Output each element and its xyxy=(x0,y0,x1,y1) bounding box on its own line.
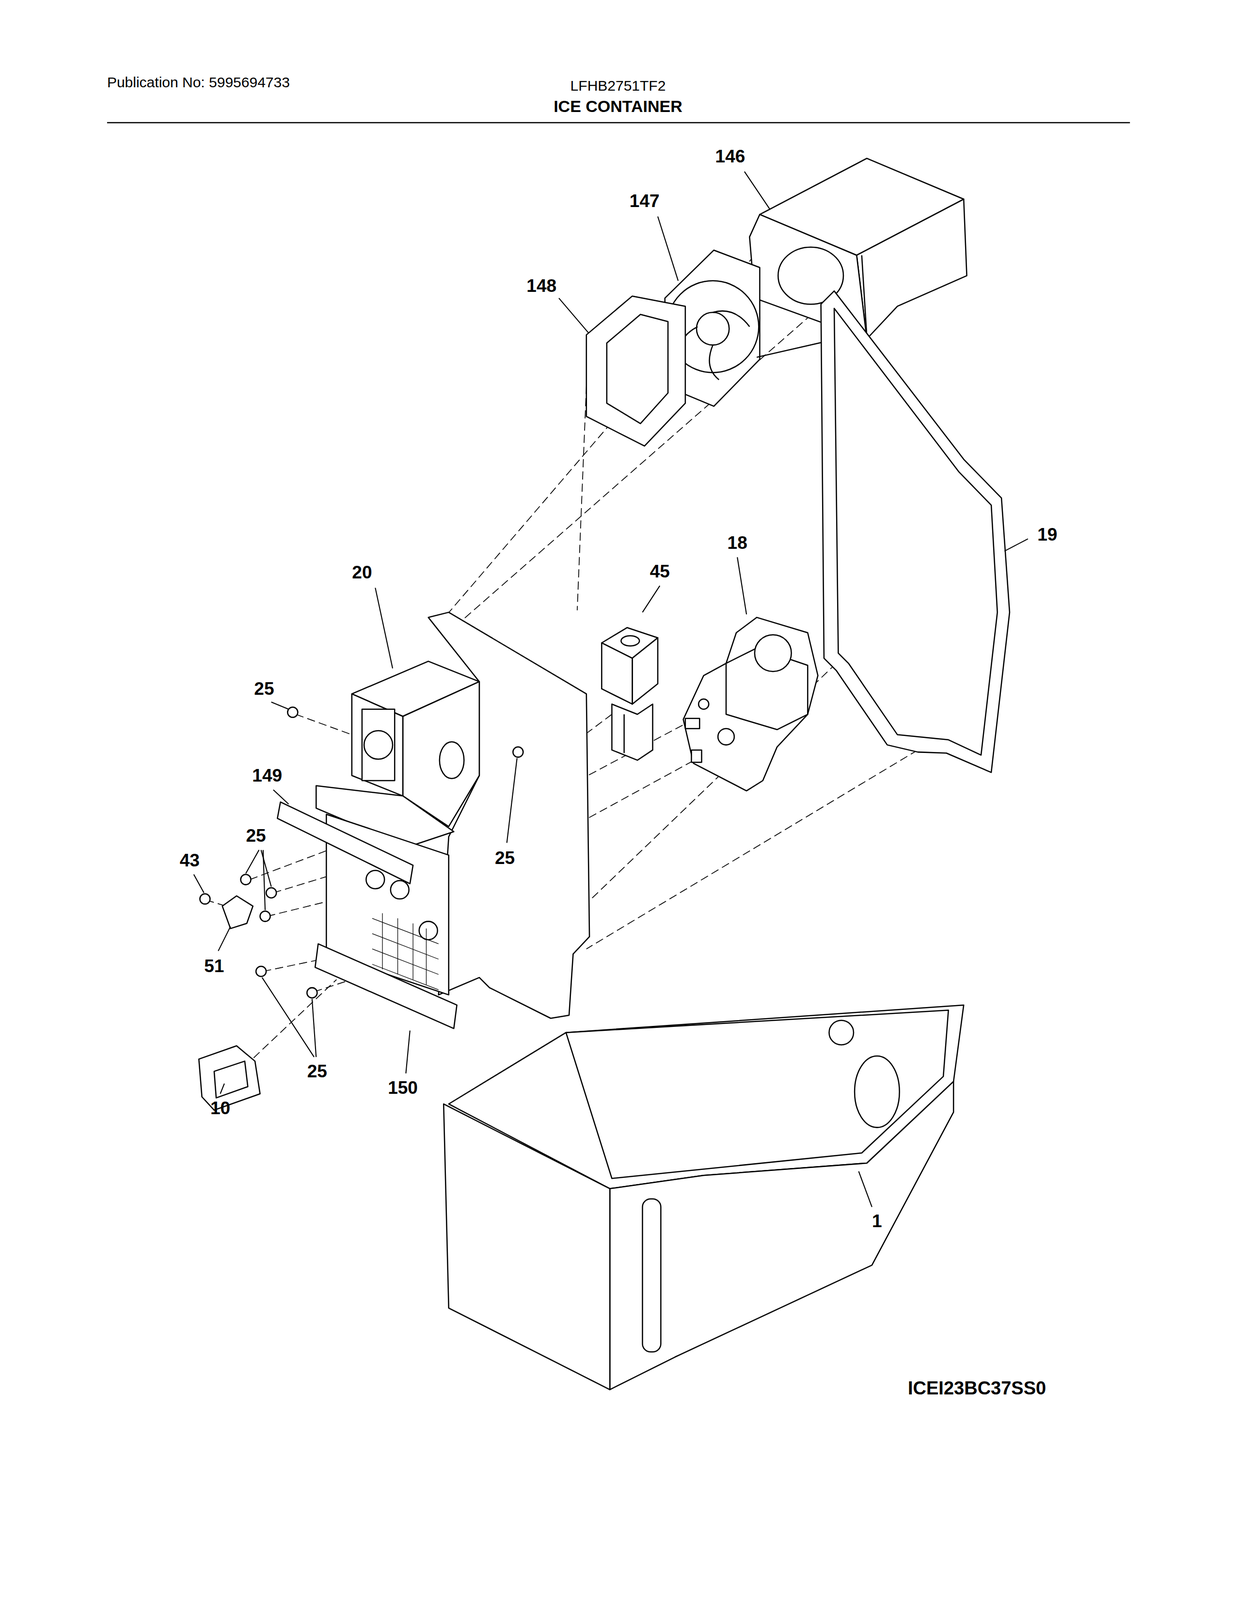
figure-code: ICEI23BC37SS0 xyxy=(907,1378,1046,1397)
motor-18 xyxy=(683,617,819,791)
callout-number: 148 xyxy=(526,276,557,295)
model-number: LFHB2751TF2 xyxy=(570,78,666,94)
dashed-guides xyxy=(206,254,919,1066)
leader-lines xyxy=(193,171,1029,1207)
bar-150 xyxy=(315,943,457,1029)
fan-147 xyxy=(665,250,841,407)
callout-number: 25 xyxy=(307,1061,328,1080)
callout-number: 25 xyxy=(494,848,515,867)
clip-51 xyxy=(222,895,254,929)
callout-number: 43 xyxy=(179,850,200,869)
callout-number: 25 xyxy=(246,826,267,845)
callout-number: 147 xyxy=(629,191,660,210)
callout-number: 45 xyxy=(649,562,670,581)
callout-number: 150 xyxy=(387,1077,418,1096)
callout-number: 149 xyxy=(252,766,283,785)
page-title: ICE CONTAINER xyxy=(553,97,683,115)
screws-25 xyxy=(240,707,524,999)
callout-number: 10 xyxy=(210,1098,231,1117)
gasket-19 xyxy=(821,290,1010,773)
callout-number: 146 xyxy=(715,146,746,165)
callout-number: 1 xyxy=(871,1211,883,1230)
callout-number: 20 xyxy=(351,563,372,582)
header-rule xyxy=(107,122,1130,124)
duct-146 xyxy=(749,158,967,339)
housing-20 xyxy=(316,612,590,1018)
callout-number: 19 xyxy=(1037,525,1058,544)
bucket-1 xyxy=(443,1004,964,1390)
screw-43 xyxy=(199,893,210,904)
callout-number: 18 xyxy=(727,533,748,552)
solenoid-45 xyxy=(601,627,658,761)
frame-148 xyxy=(586,296,686,446)
callout-number: 25 xyxy=(253,679,274,698)
header-text: Publication No: 5995694733 xyxy=(107,75,290,90)
bar-149 xyxy=(277,801,413,884)
callout-number: 51 xyxy=(204,956,224,975)
